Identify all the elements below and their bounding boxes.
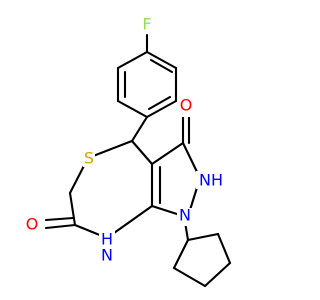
molecule-structure: F S O O NH N H N [20, 14, 232, 288]
bond-ch2-co [68, 191, 77, 227]
n-pyrazole-label-bg [177, 208, 193, 226]
n-pyrazole-label: N [179, 206, 191, 225]
nh-pyrazole-label-bg [196, 171, 224, 189]
oxygen-top-label-bg [178, 99, 194, 117]
bond-cp-5 [186, 232, 220, 242]
oxygen-top-label: O [180, 96, 193, 115]
bond-n1-c8a [150, 204, 182, 217]
bond-c3a-c3 [150, 141, 185, 166]
oxygen-bottom-label: O [26, 215, 39, 234]
bond-ring-1-inner [149, 58, 174, 74]
bond-ring-3-inner [147, 95, 172, 111]
bond-phenyl-c4 [130, 115, 149, 143]
bond-ring-3 [145, 99, 178, 119]
sulfur-label-bg [83, 149, 95, 167]
bonds [44, 33, 232, 288]
bond-ring-6 [116, 50, 149, 70]
bond-ring-1 [145, 50, 178, 70]
fluorine-label: F [142, 15, 151, 34]
bond-c4-c3a [130, 139, 154, 166]
bond-c4-s [86, 139, 134, 160]
oxygen-bottom-label-bg [20, 215, 36, 233]
nh-pyrazole-label: NH [199, 171, 223, 190]
bond-cp-2 [172, 266, 207, 288]
bond-cp-3 [203, 261, 232, 288]
nh-amide-n-label: N [101, 246, 113, 265]
atom-labels: F S O O NH N H N [20, 15, 224, 265]
nh-amide-h-label: H [101, 230, 113, 249]
bond-co-o-double [44, 216, 75, 222]
bond-cp-1 [172, 238, 190, 270]
fluorine-label-bg [140, 15, 154, 33]
bond-co-o [44, 223, 77, 230]
nh-amide-label-bg [99, 230, 115, 264]
bond-ring-4 [116, 99, 149, 119]
bond-cp-4 [216, 232, 232, 265]
sulfur-label: S [84, 149, 94, 168]
